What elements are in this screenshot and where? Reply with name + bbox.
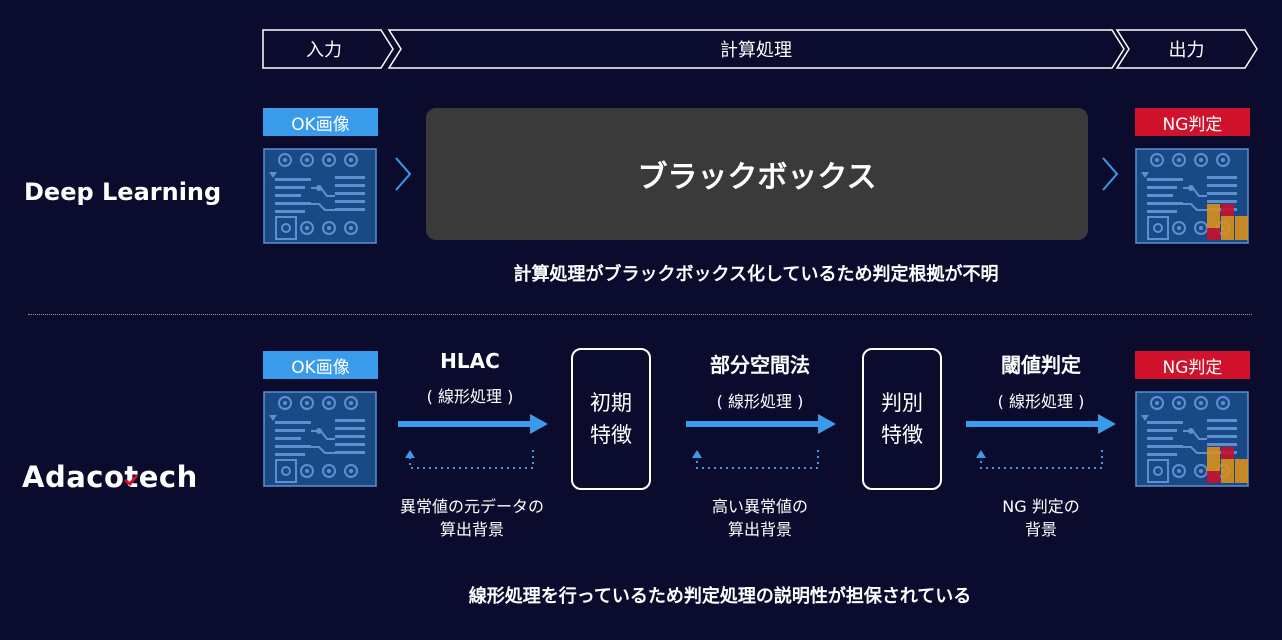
dl-ng-judgment-tag: NG判定: [1135, 108, 1250, 136]
black-box: ブラックボックス: [426, 108, 1088, 240]
feature-line: 特徴: [590, 423, 632, 447]
note-line: NG 判定の: [1002, 497, 1080, 516]
step-hlac: HLAC ( 線形処理 ): [370, 349, 570, 407]
step-subtitle: ( 線形処理 ): [716, 392, 804, 411]
step-subtitle: ( 線形処理 ): [997, 392, 1085, 411]
back-arrow-2-head: [692, 450, 702, 458]
process-arrows: [398, 414, 1116, 469]
deep-learning-title: Deep Learning: [24, 178, 222, 206]
step-threshold: 閾値判定 ( 線形処理 ): [941, 349, 1141, 412]
back-arrow-1-head: [405, 450, 415, 458]
adacotech-caption: 線形処理を行っているため判定処理の説明性が担保されている: [468, 586, 972, 607]
stage-output-label: 出力: [1168, 40, 1205, 61]
feature-box-initial: 初期 特徴: [571, 348, 651, 490]
section-divider: [28, 314, 1252, 315]
note-line: 算出背景: [439, 520, 504, 539]
ad-ng-judgment-tag: NG判定: [1135, 351, 1250, 379]
step-subtitle: ( 線形処理 ): [426, 387, 514, 406]
note-line: 異常値の元データの: [399, 497, 544, 516]
back-arrow-3-head: [976, 450, 986, 458]
ad-input-pcb-image: [263, 391, 377, 487]
step-note-3: NG 判定の 背景: [941, 495, 1141, 541]
note-line: 高い異常値の: [711, 497, 808, 516]
dl-output-pcb-image: [1135, 148, 1249, 244]
step-subspace: 部分空間法 ( 線形処理 ): [660, 349, 860, 412]
adacotech-logo-text: Adacotech: [22, 460, 198, 494]
back-arrow-2: [696, 450, 819, 469]
step-title: 閾値判定: [1001, 353, 1081, 377]
ad-output-pcb-image: [1135, 391, 1249, 487]
stage-chevron-outline: [262, 29, 1258, 69]
back-arrow-3: [980, 450, 1103, 469]
note-line: 算出背景: [727, 520, 792, 539]
back-arrow-1: [409, 450, 534, 469]
note-line: 背景: [1024, 520, 1057, 539]
dl-arrow-in-icon: [395, 157, 412, 191]
step-title: 部分空間法: [710, 353, 810, 377]
forward-arrow-2: [686, 414, 836, 434]
logo-check-icon: [124, 474, 139, 487]
forward-arrow-3: [966, 414, 1116, 434]
feature-line: 判別: [881, 391, 923, 415]
feature-box-discriminant: 判別 特徴: [862, 348, 942, 490]
adacotech-logo: Adacotech: [22, 460, 198, 494]
stage-compute-label: 計算処理: [720, 40, 792, 61]
dl-ok-image-tag: OK画像: [263, 108, 378, 136]
ad-ok-image-tag: OK画像: [263, 351, 378, 379]
step-note-1: 異常値の元データの 算出背景: [372, 495, 572, 541]
stage-input-label: 入力: [306, 40, 342, 61]
feature-line: 特徴: [881, 423, 923, 447]
dl-caption: 計算処理がブラックボックス化しているため判定根拠が不明: [513, 264, 999, 285]
dl-arrow-out-icon: [1102, 157, 1119, 191]
forward-arrow-1: [398, 414, 548, 434]
step-title: HLAC: [440, 349, 500, 373]
feature-line: 初期: [590, 391, 632, 415]
step-note-2: 高い異常値の 算出背景: [660, 495, 860, 541]
dl-input-pcb-image: [263, 148, 377, 244]
